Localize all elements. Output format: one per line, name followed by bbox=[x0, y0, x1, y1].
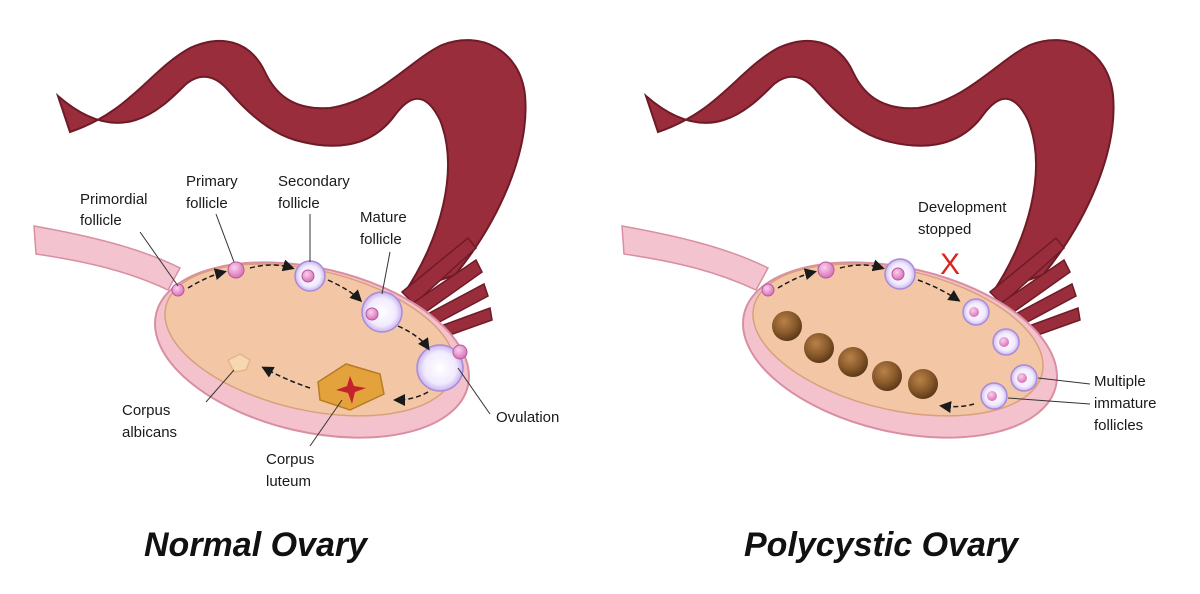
ovulating-follicle bbox=[416, 344, 468, 392]
cyst bbox=[804, 333, 834, 363]
primary-follicle bbox=[227, 261, 245, 279]
label-immature-line3: follicles bbox=[1094, 417, 1143, 434]
normal-leader-lines bbox=[139, 213, 491, 447]
primordial-follicle bbox=[171, 283, 185, 297]
label-primary-line1: Primary bbox=[186, 173, 238, 190]
label-immature-line2: immature bbox=[1094, 395, 1157, 412]
immature-follicles bbox=[962, 298, 1038, 410]
label-stopped-line1: Development bbox=[918, 199, 1007, 216]
label-luteum-line2: luteum bbox=[266, 473, 311, 490]
polycystic-ovary-panel: Development stopped X Multiple immature … bbox=[621, 39, 1157, 564]
label-albicans-line1: Corpus bbox=[122, 402, 170, 419]
label-secondary-line2: follicle bbox=[278, 195, 320, 212]
label-stopped-line2: stopped bbox=[918, 221, 971, 238]
label-secondary-line1: Secondary bbox=[278, 173, 350, 190]
label-primary-line2: follicle bbox=[186, 195, 228, 212]
ovarian-ligament bbox=[621, 225, 770, 291]
corpus-albicans bbox=[226, 353, 251, 373]
normal-ovary-title: Normal Ovary bbox=[144, 526, 369, 564]
label-mature-line2: follicle bbox=[360, 231, 402, 248]
secondary-follicle bbox=[884, 258, 916, 290]
cyst-row bbox=[772, 311, 938, 399]
primary-follicle bbox=[817, 261, 835, 279]
label-primordial-line1: Primordial bbox=[80, 191, 148, 208]
label-albicans-line2: albicans bbox=[122, 424, 177, 441]
cyst bbox=[772, 311, 802, 341]
poly-arrows bbox=[777, 259, 975, 413]
normal-ovary-panel: Primordial follicle Primary follicle Sec… bbox=[33, 39, 559, 564]
label-immature-line1: Multiple bbox=[1094, 373, 1146, 390]
corpus-luteum bbox=[317, 363, 385, 411]
ovarian-ligament bbox=[33, 225, 182, 291]
label-ovulation: Ovulation bbox=[496, 409, 559, 426]
secondary-follicle bbox=[294, 260, 326, 292]
label-primordial-line2: follicle bbox=[80, 212, 122, 229]
polycystic-ovary-title: Polycystic Ovary bbox=[744, 526, 1020, 564]
development-stopped-mark: X bbox=[940, 248, 960, 281]
cyst bbox=[838, 347, 868, 377]
poly-leader-lines bbox=[1007, 377, 1091, 405]
primordial-follicle bbox=[761, 283, 775, 297]
label-mature-line1: Mature bbox=[360, 209, 407, 226]
mature-follicle bbox=[361, 291, 403, 333]
label-luteum-line1: Corpus bbox=[266, 451, 314, 468]
cyst bbox=[908, 369, 938, 399]
cyst bbox=[872, 361, 902, 391]
cycle-arrows bbox=[187, 259, 430, 406]
